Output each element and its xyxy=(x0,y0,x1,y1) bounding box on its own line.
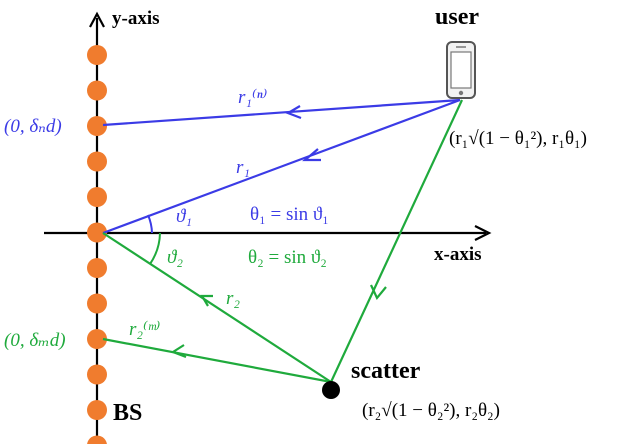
path-r2m-arrow xyxy=(170,344,187,359)
path-r1-line xyxy=(102,98,461,235)
angle-2-arc xyxy=(149,232,161,265)
y-axis-label: y-axis xyxy=(112,8,160,29)
antenna-element xyxy=(87,329,107,349)
antenna-element xyxy=(87,293,107,314)
antenna-m-coordinate: (0, δₘd) xyxy=(4,330,66,351)
path-r2-arrow xyxy=(200,294,213,307)
angle-1-label: ϑ₁ xyxy=(176,206,192,227)
path-r1-arrow xyxy=(301,148,321,162)
user-label: user xyxy=(435,4,479,30)
path-r1-label: r₁ xyxy=(236,157,250,178)
scatter-coordinate: (r₂√(1 − θ₂²), r₂θ₂) xyxy=(362,400,500,421)
path-user-scatter-arrow xyxy=(370,284,387,301)
path-r1n-line xyxy=(102,98,461,127)
antenna-element xyxy=(87,364,107,385)
antenna-element xyxy=(87,400,107,420)
angle-2-label: ϑ₂ xyxy=(167,247,183,268)
scatter-point xyxy=(322,381,340,399)
antenna-element xyxy=(87,435,107,444)
antenna-element xyxy=(87,80,107,101)
antenna-element xyxy=(87,116,107,136)
path-r2-label: r₂ xyxy=(226,288,240,309)
antenna-element xyxy=(87,222,107,243)
path-r1n-arrow xyxy=(285,105,302,120)
path-r2-line xyxy=(102,232,332,383)
x-axis-label: x-axis xyxy=(434,244,482,265)
user-coordinate: (r₁√(1 − θ₁²), r₁θ₁) xyxy=(449,128,587,149)
y-axis-arrowhead xyxy=(89,11,105,28)
x-axis-arrowhead xyxy=(474,225,492,241)
path-r1n-label: r₁⁽ⁿ⁾ xyxy=(238,87,268,108)
antenna-element xyxy=(87,258,107,278)
theta-2-equation: θ₂ = sin ϑ₂ xyxy=(248,247,327,268)
path-r2m-label: r₂⁽ᵐ⁾ xyxy=(129,319,161,340)
antenna-array xyxy=(87,45,107,444)
antenna-element xyxy=(87,151,107,172)
angle-1-arc xyxy=(147,214,153,234)
path-user-scatter-line xyxy=(330,99,463,383)
theta-1-equation: θ₁ = sin ϑ₁ xyxy=(250,204,329,225)
bs-label: BS xyxy=(113,400,142,426)
path-r2m-line xyxy=(102,337,332,384)
antenna-element xyxy=(87,187,107,207)
phone-icon xyxy=(446,41,476,99)
scatter-label: scatter xyxy=(351,358,421,384)
antenna-element xyxy=(87,45,107,65)
antenna-n-coordinate: (0, δₙd) xyxy=(4,116,62,137)
